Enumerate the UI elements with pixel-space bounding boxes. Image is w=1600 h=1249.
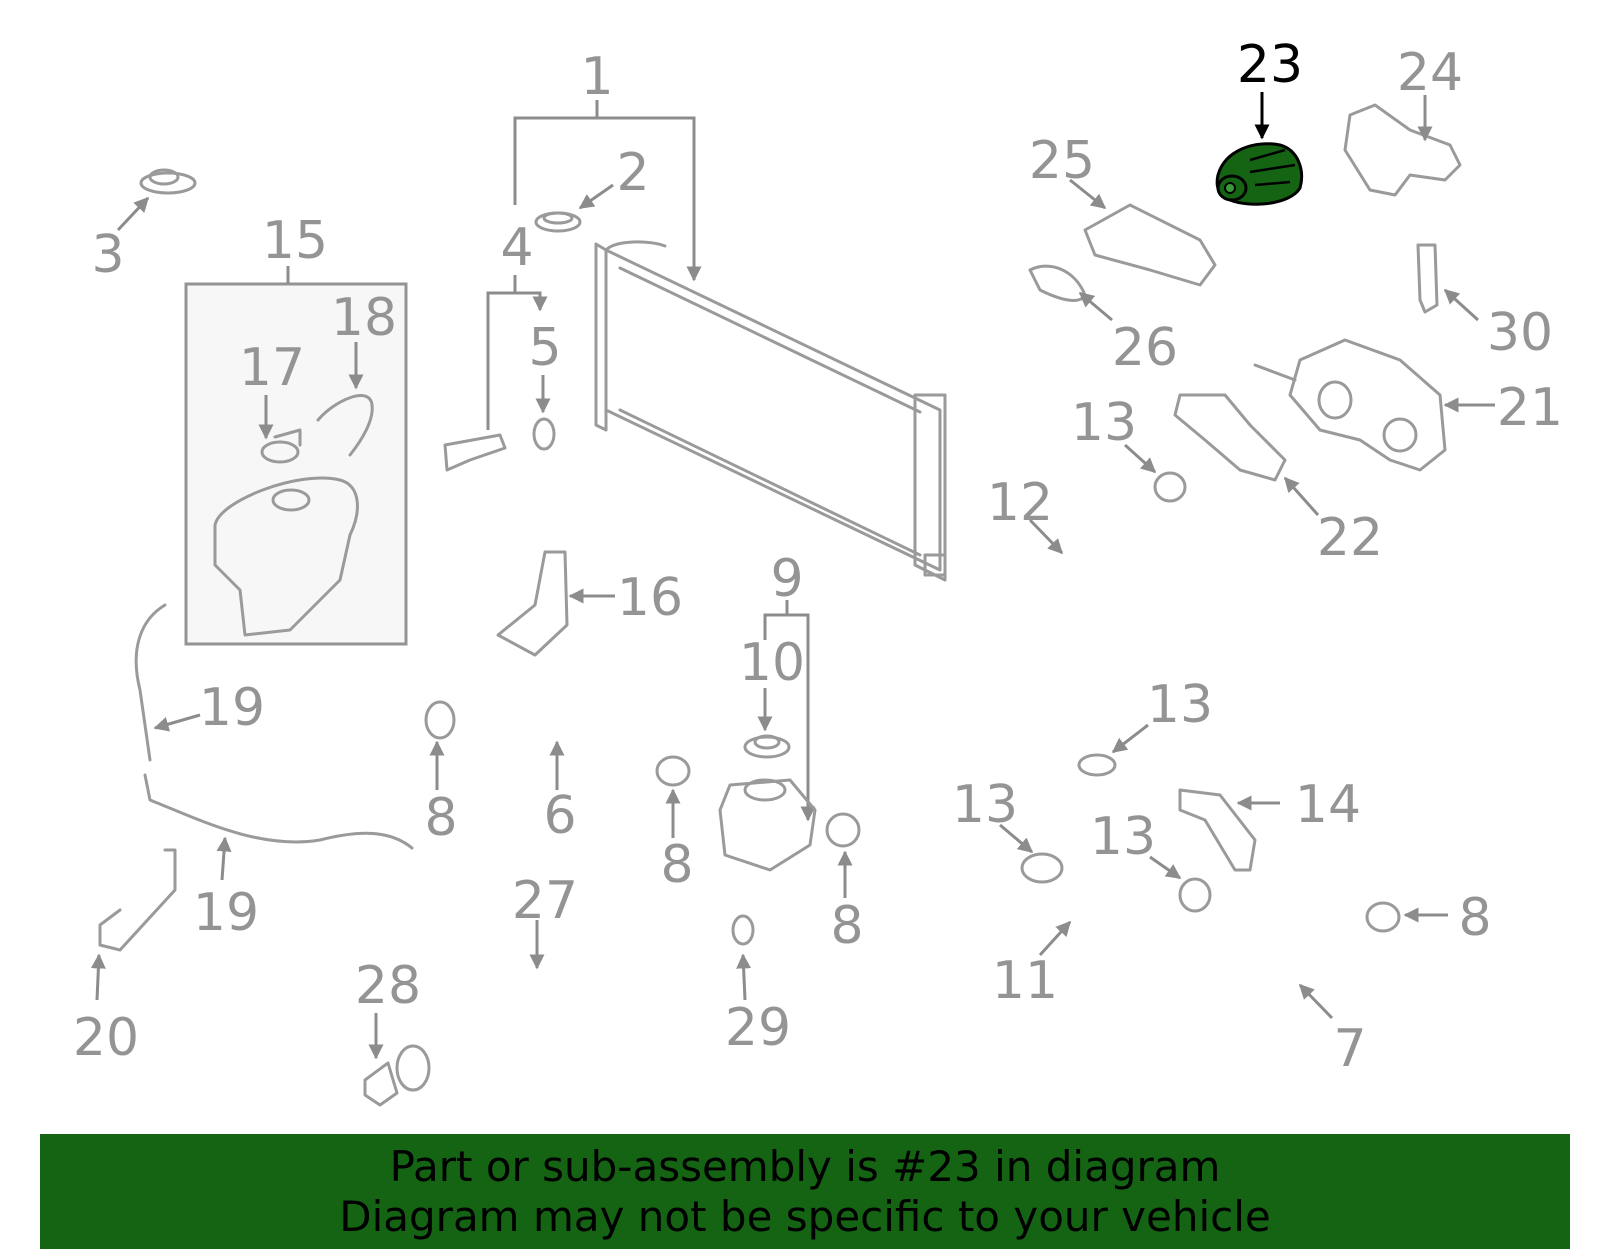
temp-sensor [1416, 243, 1439, 314]
water-outlet [1083, 203, 1217, 287]
hose-clamp [1020, 852, 1064, 884]
hose-clamp [825, 812, 861, 848]
banner-line-1: Part or sub-assembly is #23 in diagram [389, 1142, 1221, 1191]
radiator-cap [743, 734, 791, 759]
reservoir-cap [260, 428, 302, 464]
callout-1: 1 [580, 47, 613, 107]
reservoir-plug [139, 168, 197, 195]
callout-25: 25 [1029, 131, 1095, 191]
o-ring [731, 914, 755, 946]
callout-7: 7 [1333, 1019, 1366, 1079]
reservoir-hose [316, 394, 374, 457]
water-pipe-long [419, 924, 711, 1076]
callout-17: 17 [239, 338, 305, 398]
callout-4: 4 [500, 218, 533, 278]
reservoir-group-box [184, 282, 408, 646]
callout-9: 9 [770, 549, 803, 609]
coolant-reservoir [213, 476, 359, 637]
callout-29: 29 [725, 998, 791, 1058]
hose-clamp [1178, 877, 1212, 913]
callout-8a: 8 [424, 788, 457, 848]
o-ring [532, 417, 556, 451]
callout-26: 26 [1112, 318, 1178, 378]
callout-13d: 13 [1090, 807, 1156, 867]
callout-23: 23 [1237, 35, 1303, 95]
callout-11: 11 [992, 951, 1058, 1011]
water-pipe [1178, 788, 1257, 872]
outlet-gasket [1028, 264, 1087, 302]
radiator-seal [534, 211, 582, 233]
callout-5: 5 [528, 318, 561, 378]
callout-28: 28 [355, 956, 421, 1016]
callout-19b: 19 [193, 883, 259, 943]
callout-18: 18 [331, 288, 397, 348]
callout-8c: 8 [830, 896, 863, 956]
callout-8b: 8 [660, 835, 693, 895]
heater-hose [1062, 957, 1338, 1034]
radiator-bracket [443, 433, 507, 472]
hose-clamp [1365, 901, 1401, 933]
hose-clamp [1077, 753, 1117, 777]
filler-neck [718, 778, 817, 872]
callout-13a: 13 [1071, 393, 1137, 453]
callout-20: 20 [73, 1008, 139, 1068]
hose-clamp [655, 755, 691, 787]
callout-6: 6 [543, 786, 576, 846]
callout-3: 3 [91, 225, 124, 285]
callout-8d: 8 [1458, 888, 1491, 948]
callout-16: 16 [617, 568, 683, 628]
callout-14: 14 [1295, 775, 1361, 835]
bypass-hose [1062, 897, 1173, 928]
level-sensor [98, 848, 177, 952]
info-banner: Part or sub-assembly is #23 in diagram D… [40, 1134, 1570, 1249]
callout-27: 27 [512, 871, 578, 931]
lower-hose [464, 712, 651, 761]
callout-24: 24 [1397, 43, 1463, 103]
overflow-hose-upper [134, 603, 167, 762]
reservoir-bracket [496, 550, 569, 657]
thermostat-highlighted [1215, 142, 1304, 206]
callout-15: 15 [262, 211, 328, 271]
callout-19a: 19 [199, 678, 265, 738]
banner-line-2: Diagram may not be specific to your vehi… [339, 1192, 1271, 1241]
radiator [594, 240, 947, 582]
callout-22: 22 [1317, 508, 1383, 568]
hose-clamp [1153, 471, 1187, 503]
pipe-gasket [363, 1061, 399, 1107]
callout-21: 21 [1497, 378, 1563, 438]
callout-12: 12 [987, 473, 1053, 533]
callout-10: 10 [739, 633, 805, 693]
overflow-hose-lower [143, 773, 414, 850]
callout-13b: 13 [1147, 675, 1213, 735]
callout-30: 30 [1487, 303, 1553, 363]
callout-2: 2 [616, 143, 649, 203]
callout-13c: 13 [952, 775, 1018, 835]
hose-clamp [424, 700, 456, 740]
thermostat-housing [1343, 103, 1462, 197]
upper-hose [1004, 507, 1138, 743]
pipe-flange [395, 1044, 431, 1092]
callout-1-bracket [513, 116, 702, 282]
housing-gasket [1173, 393, 1287, 482]
water-outlet-housing [1253, 338, 1447, 472]
